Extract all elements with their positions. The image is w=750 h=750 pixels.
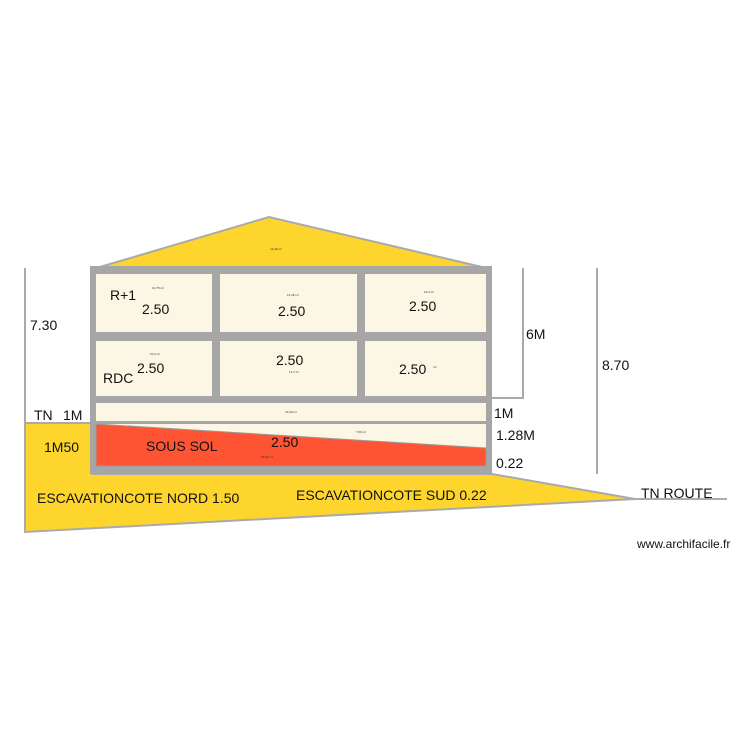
- wedge-area: 7,60 m²: [356, 430, 366, 434]
- excavation-nord-label: ESCAVATIONCOTE NORD 1.50: [37, 490, 239, 506]
- room-height: 2.50: [137, 360, 164, 376]
- excavation-sud-label: ESCAVATIONCOTE SUD 0.22: [296, 487, 487, 503]
- watermark: www.archifacile.fr: [636, 537, 730, 551]
- roof[interactable]: [99, 215, 483, 268]
- room-height: 2.50: [276, 352, 303, 368]
- room-area: 12,7 m²: [289, 370, 299, 374]
- sous-sol-label: SOUS SOL: [146, 438, 218, 454]
- room-area: 10,0 m²: [150, 352, 160, 356]
- dimension-left-total: 7.30: [30, 317, 57, 333]
- dimension-128m: 1.28M: [496, 427, 535, 443]
- room-height: 2.50: [142, 301, 169, 317]
- dimension-870: 8.70: [602, 357, 629, 373]
- crawl-area: 13,49 m²: [285, 410, 297, 414]
- room-area: 14,08 m²: [287, 293, 299, 297]
- sous-sol-height: 2.50: [271, 434, 298, 450]
- room-height: 2.50: [399, 361, 426, 377]
- dimension-022: 0.22: [496, 455, 523, 471]
- crawl-space[interactable]: [96, 403, 486, 421]
- dimension-1m50: 1M50: [44, 439, 79, 455]
- room-area: 10,0 m²: [424, 290, 434, 294]
- tn-label: TN: [34, 407, 53, 423]
- room-rdc-1[interactable]: [96, 341, 212, 396]
- roof-area: 14,49 m²: [270, 247, 282, 251]
- room-r1-1[interactable]: [96, 274, 212, 332]
- basement-sous-sol[interactable]: [95, 423, 487, 467]
- room-area: m²: [433, 365, 437, 369]
- level-label-r1: R+1: [110, 287, 136, 303]
- tn-1m-label: 1M: [63, 407, 82, 423]
- tn-route-label: TN ROUTE: [641, 485, 713, 501]
- room-r1-3[interactable]: [365, 274, 486, 332]
- sous-sol-area: 33,80 m²: [261, 455, 273, 459]
- dimension-right-1m: 1M: [494, 405, 513, 421]
- room-r1-2[interactable]: [220, 274, 357, 332]
- room-height: 2.50: [409, 298, 436, 314]
- level-label-rdc: RDC: [103, 370, 133, 386]
- room-rdc-3[interactable]: [365, 341, 486, 396]
- dimension-6m: 6M: [526, 326, 545, 342]
- room-height: 2.50: [278, 303, 305, 319]
- room-area: 10,78 m²: [152, 286, 164, 290]
- room-rdc-2[interactable]: [220, 341, 357, 396]
- dimension-line-6m: [492, 268, 524, 399]
